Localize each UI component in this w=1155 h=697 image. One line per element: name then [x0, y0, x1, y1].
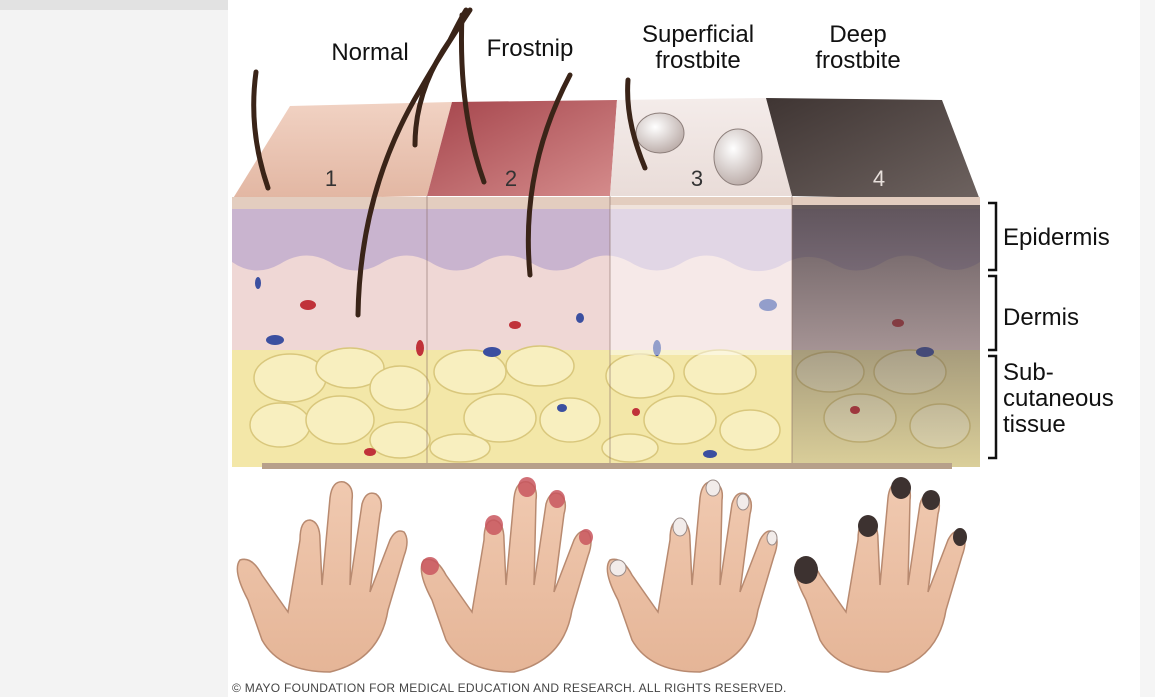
- blister-2: [714, 129, 762, 185]
- stage-number-3: 3: [682, 166, 712, 192]
- superficial-pale-tint: [610, 205, 792, 355]
- layer-label-epidermis: Epidermis: [1003, 225, 1110, 251]
- stage-number-2: 2: [496, 166, 526, 192]
- skin-layers-front: [232, 196, 980, 469]
- blister-1: [636, 113, 684, 153]
- bottom-edge: [262, 463, 952, 469]
- hand-deep: [794, 477, 967, 672]
- stage-title-superficial: Superficial frostbite: [608, 22, 788, 74]
- hand-superficial: [607, 480, 777, 672]
- stage-title-deep: Deep frostbite: [788, 22, 928, 74]
- deep-dark-tint: [792, 205, 980, 467]
- stage-number-4: 4: [864, 166, 894, 192]
- layer-label-dermis: Dermis: [1003, 305, 1079, 331]
- layer-label-subcutaneous: Sub- cutaneous tissue: [1003, 360, 1114, 438]
- layer-brackets: [988, 203, 996, 458]
- stage-title-frostnip: Frostnip: [465, 36, 595, 62]
- stage-number-1: 1: [316, 166, 346, 192]
- stage-title-normal: Normal: [305, 40, 435, 66]
- hand-frostnip: [421, 477, 593, 672]
- hand-normal: [237, 482, 407, 672]
- copyright-notice: © MAYO FOUNDATION FOR MEDICAL EDUCATION …: [232, 681, 992, 697]
